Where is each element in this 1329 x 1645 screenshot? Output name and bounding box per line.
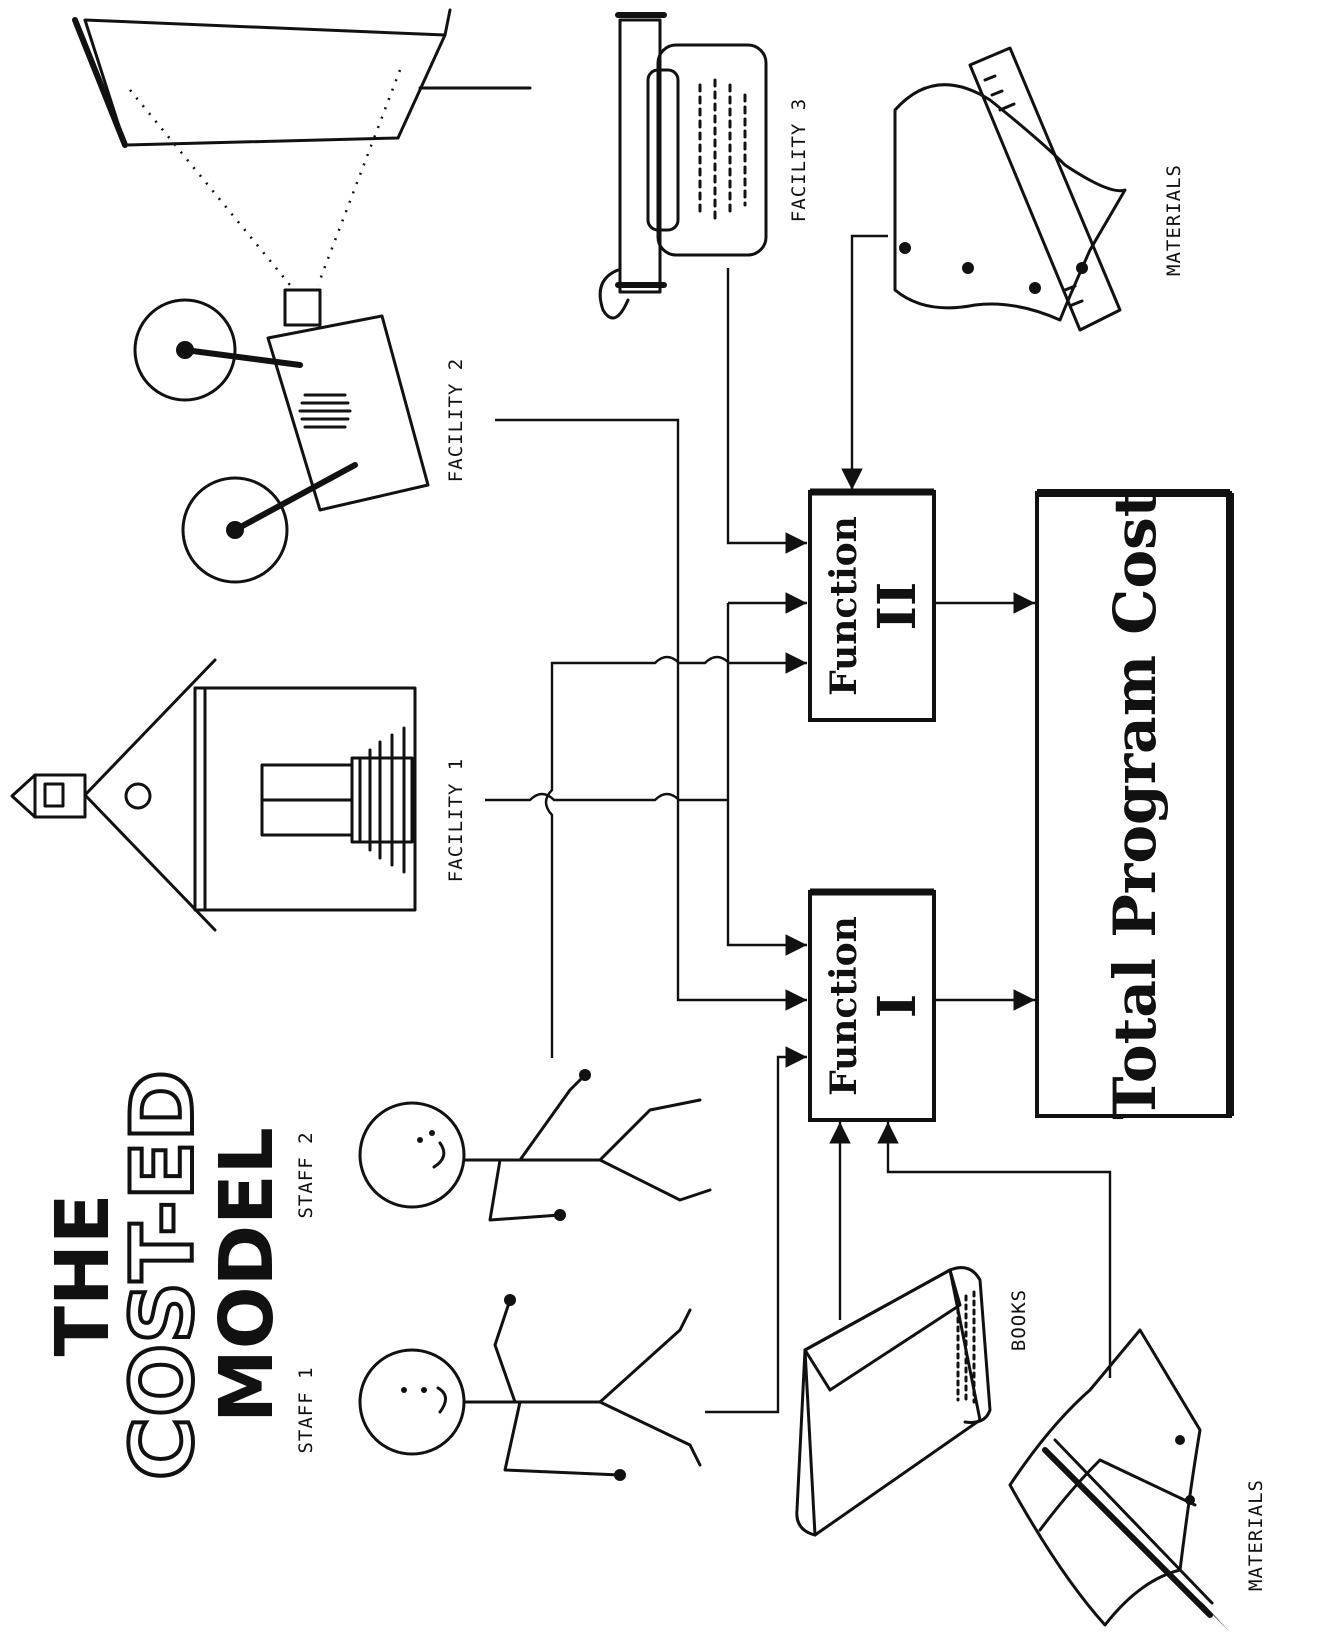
staff-2-label: STAFF 2 xyxy=(295,1131,317,1218)
materials-top-papers-icon xyxy=(895,48,1125,330)
facility-1-label: FACILITY 1 xyxy=(445,758,467,882)
total-program-cost-label: Total Program Cost xyxy=(1101,490,1169,1119)
model-title: THE COST-ED MODEL xyxy=(40,1070,290,1480)
materials-bottom-label: MATERIALS xyxy=(1245,1479,1267,1591)
facility-3-label: FACILITY 3 xyxy=(788,98,810,222)
title-cost-ed: COST-ED xyxy=(113,1070,213,1480)
function-2-box: Function II xyxy=(810,492,934,720)
function-2-word: Function xyxy=(823,516,865,696)
facility-3-typewriter-icon xyxy=(600,15,766,318)
materials-top-label: MATERIALS xyxy=(1163,164,1185,276)
facility-2-label: FACILITY 2 xyxy=(445,358,467,482)
function-1-box: Function I xyxy=(810,892,934,1120)
books-icon xyxy=(797,1268,990,1535)
staff-1-stick-figure-icon xyxy=(360,1294,700,1481)
staff-1-label: STAFF 1 xyxy=(295,1366,317,1453)
materials-bottom-papers-pencil-icon xyxy=(1010,1330,1230,1632)
total-program-cost-box: Total Program Cost xyxy=(1037,490,1230,1119)
function-1-word: Function xyxy=(823,916,865,1096)
function-1-numeral: I xyxy=(867,994,928,1018)
title-model: MODEL xyxy=(204,1127,290,1423)
function-2-numeral: II xyxy=(867,582,928,631)
books-label: BOOKS xyxy=(1008,1289,1030,1351)
facility-2-projector-icon xyxy=(75,10,530,582)
staff-2-stick-figure-icon xyxy=(360,1069,710,1221)
connector-lines xyxy=(485,236,1110,1412)
facility-1-schoolhouse-icon xyxy=(12,660,415,930)
